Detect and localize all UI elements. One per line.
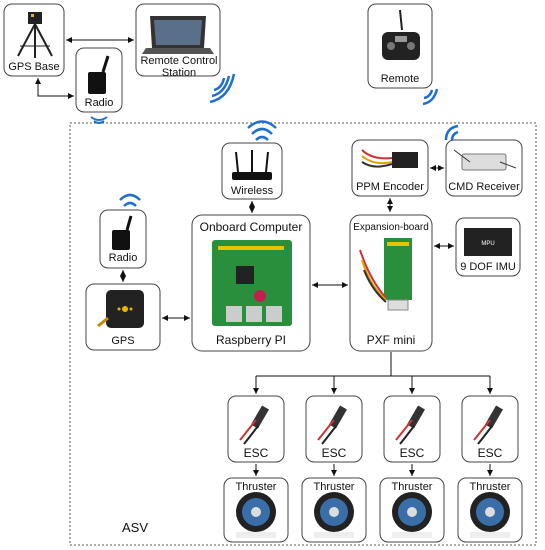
radio-base-node: Radio: [75, 47, 123, 113]
remote-node: Remote: [367, 3, 433, 89]
wifi-icon: [444, 124, 459, 141]
thruster-icon: [314, 492, 354, 538]
thruster-label: Thruster: [470, 481, 511, 493]
wifi-icon: [119, 193, 141, 207]
radio-base-label: Radio: [85, 97, 114, 109]
gps-base-node: GPS Base: [3, 3, 65, 77]
laptop-icon: [142, 16, 214, 54]
thruster-icon: [470, 492, 510, 538]
imu-node: MPU 9 DOF IMU: [455, 217, 521, 277]
arrow: [35, 78, 74, 99]
svg-text:MPU: MPU: [481, 241, 494, 247]
remote-station-node: Remote Control Station: [135, 3, 221, 79]
imu-icon: MPU: [464, 228, 512, 256]
wifi-icon: [422, 88, 439, 106]
pxf-board-icon: [359, 238, 412, 311]
gps-base-icon: [17, 12, 53, 58]
onboard-computer-node: Onboard Computer Raspberry PI: [191, 214, 311, 352]
esc-icon: [473, 405, 503, 445]
radio-asv-icon: [112, 215, 133, 250]
wireless-label: Wireless: [231, 185, 274, 197]
remote-icon: [382, 9, 420, 60]
esc-label: ESC: [478, 446, 503, 460]
onboard-computer-label: Onboard Computer: [200, 220, 303, 234]
ppm-encoder-label: PPM Encoder: [356, 181, 424, 193]
esc-node-1: ESC: [227, 395, 285, 463]
ppm-encoder-node: PPM Encoder: [351, 139, 429, 197]
thruster-node-2: Thruster: [301, 477, 367, 543]
imu-label: 9 DOF IMU: [460, 261, 516, 273]
radio-asv-label: Radio: [109, 252, 138, 264]
esc-node-2: ESC: [305, 395, 363, 463]
gps-base-label: GPS Base: [8, 61, 59, 73]
pxf-mini-node: Expansion-board PXF mini: [349, 214, 433, 352]
router-icon: [232, 150, 272, 180]
radio-asv-node: Radio: [99, 209, 147, 269]
cmd-receiver-label: CMD Receiver: [448, 181, 520, 193]
thruster-label: Thruster: [392, 481, 433, 493]
esc-label: ESC: [244, 446, 269, 460]
pxf-mini-label: PXF mini: [367, 333, 416, 347]
expansion-board-label: Expansion-board: [353, 222, 429, 233]
remote-label: Remote: [381, 73, 420, 85]
thruster-label: Thruster: [314, 481, 355, 493]
wireless-node: Wireless: [221, 142, 283, 200]
thruster-label: Thruster: [236, 481, 277, 493]
esc-icon: [395, 405, 425, 445]
asv-label: ASV: [122, 520, 148, 535]
esc-node-3: ESC: [383, 395, 441, 463]
ppm-encoder-icon: [361, 149, 418, 168]
wifi-icon: [90, 116, 108, 124]
thruster-node-3: Thruster: [379, 477, 445, 543]
thruster-icon: [392, 492, 432, 538]
wifi-icon: [247, 120, 277, 141]
radio-base-icon: [88, 55, 110, 94]
esc-node-4: ESC: [461, 395, 519, 463]
esc-icon: [239, 405, 269, 445]
thruster-icon: [236, 492, 276, 538]
receiver-icon: [453, 149, 517, 171]
esc-label: ESC: [400, 446, 425, 460]
gps-node: GPS: [85, 283, 161, 351]
remote-station-label-2: Station: [162, 67, 196, 79]
remote-station-label-1: Remote Control: [140, 55, 217, 67]
esc-label: ESC: [322, 446, 347, 460]
raspberry-pi-icon: [212, 240, 292, 326]
esc-icon: [317, 405, 347, 445]
asv-boundary: [69, 122, 537, 546]
gps-label: GPS: [111, 335, 134, 347]
thruster-node-1: Thruster: [223, 477, 289, 543]
thruster-node-4: Thruster: [457, 477, 523, 543]
cmd-receiver-node: CMD Receiver: [445, 139, 523, 197]
gps-icon: [97, 290, 144, 328]
wifi-icon: [209, 73, 236, 104]
raspberry-pi-label: Raspberry PI: [216, 333, 286, 347]
